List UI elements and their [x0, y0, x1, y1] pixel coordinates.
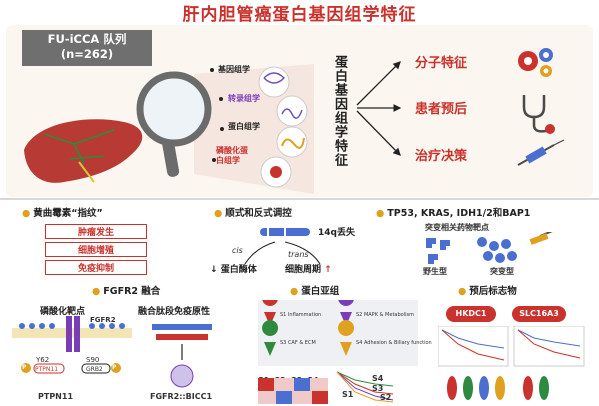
cell-cycle-label: 细胞周期 ↑	[285, 265, 332, 275]
curve-label-s3: S3	[372, 384, 384, 393]
ptpn11-box	[33, 363, 65, 374]
proteasome-text: 蛋白酶体	[220, 265, 257, 275]
transcriptomics-circle	[276, 95, 308, 127]
subgroup-panel	[258, 300, 418, 366]
outcome-icons	[517, 48, 565, 166]
fusion-bottom-label: FGFR2::BICC1	[150, 392, 213, 401]
aflatoxin-section-title: ●黄曲霉素“指纹”	[22, 205, 103, 219]
cis-trans-arrows	[244, 241, 321, 265]
immune-cell-icon	[170, 364, 194, 388]
cohort-size: (n=262)	[60, 47, 114, 61]
mutation-section-title: ●TP53, KRAS, IDH1/2和BAP1	[376, 205, 530, 219]
fgfr2-section-title: ●FGFR2 融合	[92, 283, 160, 297]
rna-icon	[281, 108, 303, 119]
curve-label-s1: S1	[342, 390, 354, 399]
subgroup-title-text: 蛋白亚组	[301, 286, 340, 297]
liver-illustration	[24, 64, 314, 194]
grb2-box	[81, 363, 111, 374]
bullet-icon: ●	[290, 286, 299, 297]
aflatoxin-item-immunosuppression: 免疫抑制	[45, 260, 147, 275]
syringe-icon	[517, 139, 565, 166]
liver-icon	[24, 119, 143, 183]
subgroup-heatmap	[258, 378, 328, 404]
fusion-immunogenicity-label: 融合肽段免疫原性	[138, 307, 211, 317]
marker-slc16a3: SLC16A3	[512, 306, 566, 322]
trans-label: trans	[288, 250, 309, 259]
center-label: 蛋白基因组学特征	[332, 55, 347, 167]
bile-duct-icon	[43, 129, 115, 165]
marker-section-title: ●预后标志物	[458, 283, 517, 297]
bullet-icon: ●	[92, 286, 101, 297]
layer-label-genomics: 基因组学	[218, 65, 250, 74]
mutant-type-label: 突变型	[490, 267, 514, 276]
bullet-icon: ●	[214, 208, 223, 219]
layer-label-proteomics: 蛋白组学	[228, 122, 260, 131]
subgroup-s3-label: S3 CAF & ECM	[280, 340, 316, 346]
dna-icon	[263, 72, 285, 84]
curve-label-s4: S4	[372, 374, 384, 383]
subgroup-s4-label: S4 Adhesion & Biliary function	[356, 340, 432, 346]
section-divider	[0, 198, 599, 200]
fgfr2-label: FGFR2	[90, 316, 116, 324]
phospho-target-label: 磷酸化靶点	[40, 307, 86, 317]
proteasome-label: ↓ 蛋白酶体	[210, 265, 257, 275]
fusion-peptide-diagram	[152, 324, 212, 388]
fgfr2-receptor-icon	[66, 316, 72, 352]
chromosome-icon	[260, 226, 310, 238]
drug-target-illustration	[426, 232, 553, 264]
outcome-prognosis: 患者预后	[415, 102, 468, 117]
mutation-title-text: TP53, KRAS, IDH1/2和BAP1	[387, 208, 531, 219]
cohort-box: FU-iCCA 队列 (n=262)	[22, 30, 152, 66]
bullet-icon: ●	[458, 286, 467, 297]
marker-title-text: 预后标志物	[469, 286, 517, 297]
aflatoxin-item-tumorigenesis: 肿瘤发生	[45, 224, 147, 239]
cohort-name: FU-iCCA 队列	[47, 32, 127, 46]
phospho-p-left: P	[22, 364, 27, 371]
fgfr2-signaling-diagram	[12, 316, 132, 374]
drug-target-label: 突变相关药物靶点	[425, 223, 489, 232]
s90-label: S90	[86, 356, 100, 364]
magnifier-handle	[162, 138, 180, 177]
aflatoxin-title-text: 黄曲霉素“指纹”	[33, 208, 103, 219]
protein-icon	[281, 137, 305, 149]
subgroup-section-title: ●蛋白亚组	[290, 283, 339, 297]
page-title: 肝内胆管癌蛋白基因组学特征	[182, 5, 417, 25]
syringe-icon	[529, 233, 549, 245]
subgroup-s2-label: S2 MAPK & Metabolism	[356, 312, 414, 318]
aflatoxin-item-proliferation: 细胞增殖	[45, 242, 147, 257]
wild-type-label: 野生型	[423, 267, 447, 276]
cis-label: cis	[232, 246, 243, 255]
chromosome-loss-label: 14q丢失	[318, 228, 355, 238]
ptpn11-node-label: PTPN11	[35, 366, 59, 373]
curve-label-s2: S2	[380, 393, 392, 402]
ptpn11-bottom-label: PTPN11	[38, 392, 74, 401]
gallbladder-duct-icon	[78, 161, 95, 183]
stethoscope-icon	[522, 95, 555, 134]
cis-trans-title-text: 顺式和反式调控	[225, 208, 292, 219]
outcome-molecular: 分子特征	[415, 56, 468, 71]
layer-label-phosphoproteomics: 磷酸化蛋白组学	[216, 146, 248, 165]
y62-label: Y62	[36, 356, 50, 364]
outcome-arrows	[356, 61, 402, 156]
cis-trans-section-title: ●顺式和反式调控	[214, 205, 292, 219]
bullet-icon: ●	[376, 208, 385, 219]
subgroup-survival-curves	[336, 371, 394, 403]
marker-hkdc1: HKDC1	[446, 306, 496, 322]
phospho-icon	[270, 166, 282, 178]
gear-icon	[518, 48, 553, 77]
subgroup-s1-label: S1 Inflammation	[280, 312, 322, 318]
outcome-treatment: 治疗决策	[415, 149, 468, 164]
bullet-icon: ●	[22, 208, 31, 219]
marker-survival-plots	[438, 326, 585, 400]
magnifier-icon	[136, 71, 212, 147]
subgroup-pins	[262, 300, 355, 356]
fgfr2-title-text: FGFR2 融合	[103, 286, 161, 297]
cell-cycle-text: 细胞周期	[285, 265, 322, 275]
layer-label-transcriptomics: 转录组学	[228, 94, 260, 103]
phospho-p-right: P	[112, 364, 117, 371]
grb2-node-label: GRB2	[86, 366, 103, 373]
violin-plots	[447, 376, 549, 400]
genomics-circle	[258, 66, 290, 98]
